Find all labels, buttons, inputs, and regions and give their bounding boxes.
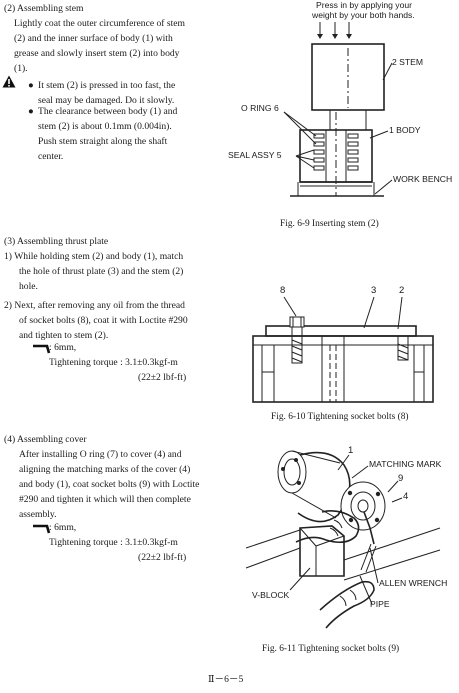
- hex-wrench-icon: [33, 524, 51, 534]
- warning-bullet-line: It stem (2) is pressed in too fast, the: [38, 80, 176, 91]
- paragraph-line: (1).: [14, 63, 28, 74]
- paragraph-line: #290 and tighten it which will then comp…: [19, 494, 191, 505]
- figure-6-11-cover-assembly-drawing: [245, 450, 441, 629]
- tightening-torque: Tightening torque : 3.1±0.3kgf-m: [49, 537, 178, 548]
- hex-wrench-icon: [33, 344, 51, 354]
- step-1-line: 1) While holding stem (2) and body (1), …: [4, 251, 184, 262]
- tool-size: : 6mm,: [49, 522, 77, 533]
- step-2-line: and tighten to stem (2).: [19, 330, 109, 341]
- press-note-line: Press in by applying your: [316, 0, 413, 10]
- section-heading-assembling-stem: (2) Assembling stem: [4, 3, 84, 14]
- paragraph-line: After installing O ring (7) to cover (4)…: [19, 449, 182, 460]
- warning-bullet-line: seal may be damaged. Do it slowly.: [38, 95, 175, 106]
- label-stem-2: 2: [399, 285, 405, 296]
- warning-bullet-line: center.: [38, 151, 64, 162]
- label-body: 1 BODY: [389, 125, 421, 135]
- label-socket-bolt-8: 8: [280, 285, 286, 296]
- figure-6-10-socket-bolt-drawing: [252, 296, 434, 403]
- tightening-torque-imperial: (22±2 lbf-ft): [138, 552, 187, 563]
- step-2-line: of socket bolts (8), coat it with Loctit…: [19, 315, 188, 326]
- label-matching-mark: MATCHING MARK: [369, 459, 442, 469]
- paragraph-line: and body (1), coat socket bolts (9) with…: [19, 479, 200, 490]
- label-seal-assy: SEAL ASSY 5: [228, 150, 282, 160]
- paragraph-line: aligning the matching marks of the cover…: [19, 464, 191, 475]
- warning-bullet-line: Push stem straight along the shaft: [38, 136, 168, 147]
- paragraph-line: Lightly coat the outer circumference of …: [14, 18, 186, 29]
- label-v-block: V-BLOCK: [252, 590, 290, 600]
- label-body-1: 1: [348, 445, 354, 456]
- paragraph-line: grease and slowly insert stem (2) into b…: [14, 48, 180, 59]
- bullet-dot: ●: [28, 80, 34, 91]
- figure-caption-6-10: Fig. 6-10 Tightening socket bolts (8): [271, 412, 409, 422]
- page-number: Ⅱ－6－5: [208, 674, 244, 685]
- label-allen-wrench: ALLEN WRENCH: [379, 578, 448, 588]
- tightening-torque-imperial: (22±2 lbf-ft): [138, 372, 187, 383]
- label-work-bench: WORK BENCH: [393, 174, 453, 184]
- label-socket-bolt-9: 9: [398, 473, 404, 484]
- press-note-line: weight by your both hands.: [312, 10, 415, 20]
- label-pipe: PIPE: [370, 599, 390, 609]
- label-thrust-plate-3: 3: [371, 285, 377, 296]
- warning-icon: [2, 75, 16, 88]
- section-heading-thrust-plate: (3) Assembling thrust plate: [4, 236, 109, 247]
- section-heading-assembling-cover: (4) Assembling cover: [4, 434, 87, 445]
- tool-size: : 6mm,: [49, 342, 77, 353]
- bullet-dot: ●: [28, 106, 34, 117]
- step-1-line: hole.: [19, 281, 38, 292]
- warning-bullet-line: stem (2) is about 0.1mm (0.004in).: [38, 121, 172, 132]
- tightening-torque: Tightening torque : 3.1±0.3kgf-m: [49, 357, 178, 368]
- paragraph-line: assembly.: [19, 509, 57, 520]
- figure-caption-6-9: Fig. 6-9 Inserting stem (2): [280, 219, 379, 229]
- step-2-line: 2) Next, after removing any oil from the…: [4, 300, 185, 311]
- figure-caption-6-11: Fig. 6-11 Tightening socket bolts (9): [262, 644, 400, 654]
- warning-bullet-line: The clearance between body (1) and: [38, 106, 178, 117]
- paragraph-line: (2) and the inner surface of body (1) wi…: [14, 33, 173, 44]
- label-o-ring: O RING 6: [241, 103, 279, 113]
- step-1-line: the hole of thrust plate (3) and the ste…: [19, 266, 184, 277]
- label-cover-4: 4: [403, 491, 409, 502]
- label-stem: 2 STEM: [392, 57, 424, 67]
- figure-6-9-stem-insertion-drawing: [283, 22, 393, 197]
